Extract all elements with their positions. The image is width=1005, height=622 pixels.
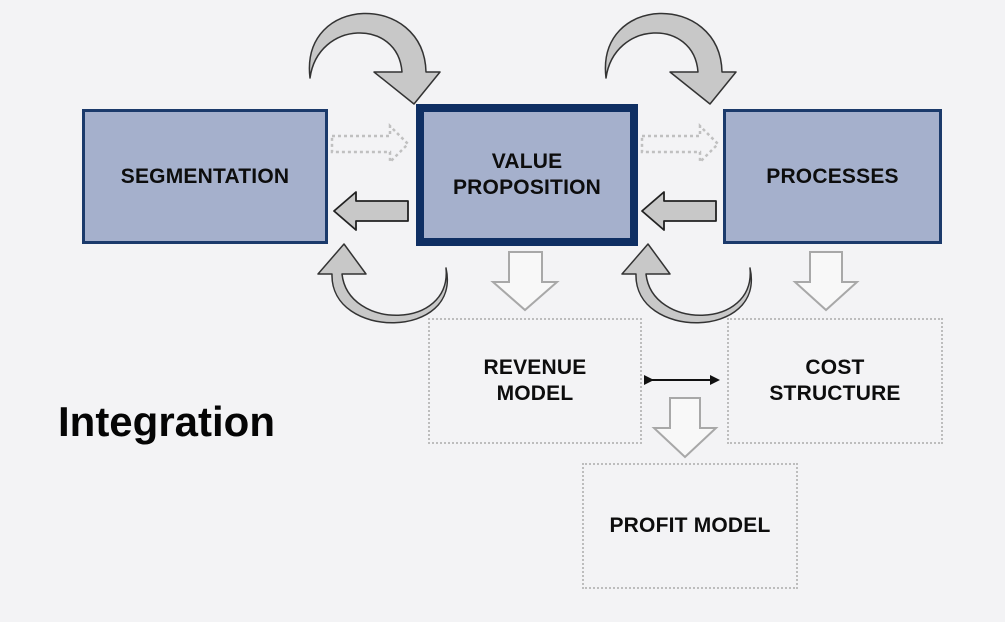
segmentation-label: SEGMENTATION — [120, 164, 290, 188]
cost-structure-box: COST STRUCTURE — [727, 318, 943, 444]
dotted-arrow-vp-to-proc-icon — [640, 122, 720, 166]
value-proposition-label-line2: PROPOSITION — [452, 176, 602, 199]
down-arrow-proc-to-cost-icon — [792, 251, 860, 312]
curved-arrow-top-left-icon — [308, 12, 441, 105]
value-proposition-label-line1: VALUE — [491, 150, 563, 173]
page-title: Integration — [58, 398, 275, 445]
down-arrow-to-profit-icon — [651, 397, 719, 459]
cost-structure-label-line1: COST — [805, 356, 865, 379]
curved-arrow-bottom-right-icon — [621, 243, 753, 324]
profit-model-box: PROFIT MODEL — [582, 463, 798, 589]
profit-model-label: PROFIT MODEL — [609, 514, 771, 537]
processes-box: PROCESSES — [723, 109, 942, 244]
curved-arrow-bottom-left-icon — [317, 243, 449, 324]
revenue-model-label-line2: MODEL — [496, 382, 574, 405]
down-arrow-vp-to-revenue-icon — [490, 251, 560, 312]
arrow-proc-to-vp-icon — [641, 191, 717, 231]
curved-arrow-top-right-icon — [604, 12, 737, 105]
dotted-arrow-seg-to-vp-icon — [330, 122, 410, 166]
revenue-model-box: REVENUE MODEL — [428, 318, 642, 444]
arrow-vp-to-seg-icon — [333, 191, 409, 231]
revenue-model-label-line1: REVENUE — [483, 356, 587, 379]
processes-label: PROCESSES — [766, 164, 899, 188]
cost-structure-label-line2: STRUCTURE — [769, 382, 901, 405]
value-proposition-box: VALUE PROPOSITION — [416, 104, 638, 246]
segmentation-box: SEGMENTATION — [82, 109, 328, 244]
